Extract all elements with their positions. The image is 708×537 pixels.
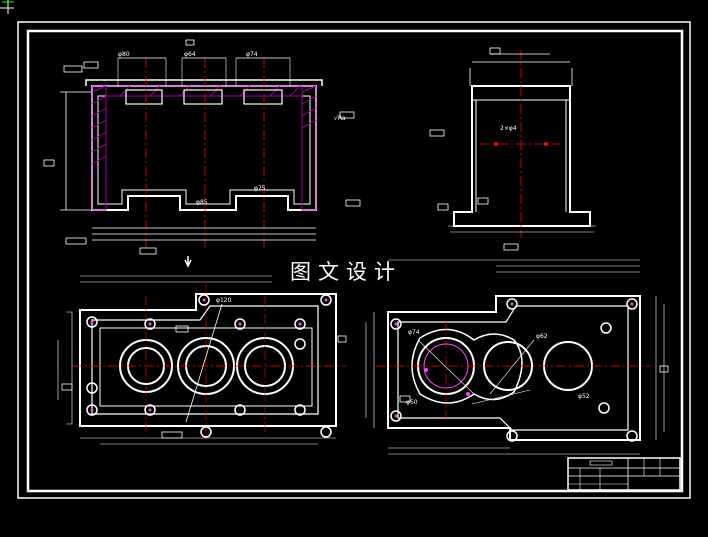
dim-label: φ64 bbox=[184, 51, 196, 58]
title-block bbox=[567, 457, 681, 491]
roughness-label: √Ra bbox=[334, 115, 346, 122]
cover-view: φ74 φ62 φ50 φ52 bbox=[365, 243, 669, 455]
hole-callout-label: 2×φ4 bbox=[500, 125, 517, 132]
dim-label: φ75 bbox=[254, 185, 266, 192]
watermark-text: 图文设计 bbox=[290, 260, 402, 284]
dim-label: φ50 bbox=[406, 399, 418, 406]
plan-view: φ120 bbox=[57, 275, 347, 445]
dim-label: φ74 bbox=[408, 329, 420, 336]
dim-label: φ52 bbox=[578, 393, 590, 400]
dim-label: φ62 bbox=[536, 333, 548, 340]
hole-dia-label: φ120 bbox=[216, 297, 232, 304]
dim-label: φ74 bbox=[246, 51, 258, 58]
outer-sheet-border bbox=[17, 21, 691, 499]
dim-label: φ85 bbox=[196, 199, 208, 206]
front-section-view: φ80 φ64 φ74 φ75 φ85 √Ra bbox=[43, 39, 361, 268]
dim-label: φ80 bbox=[118, 51, 130, 58]
inner-sheet-border bbox=[26, 29, 684, 493]
side-view: 2×φ4 bbox=[429, 47, 596, 238]
